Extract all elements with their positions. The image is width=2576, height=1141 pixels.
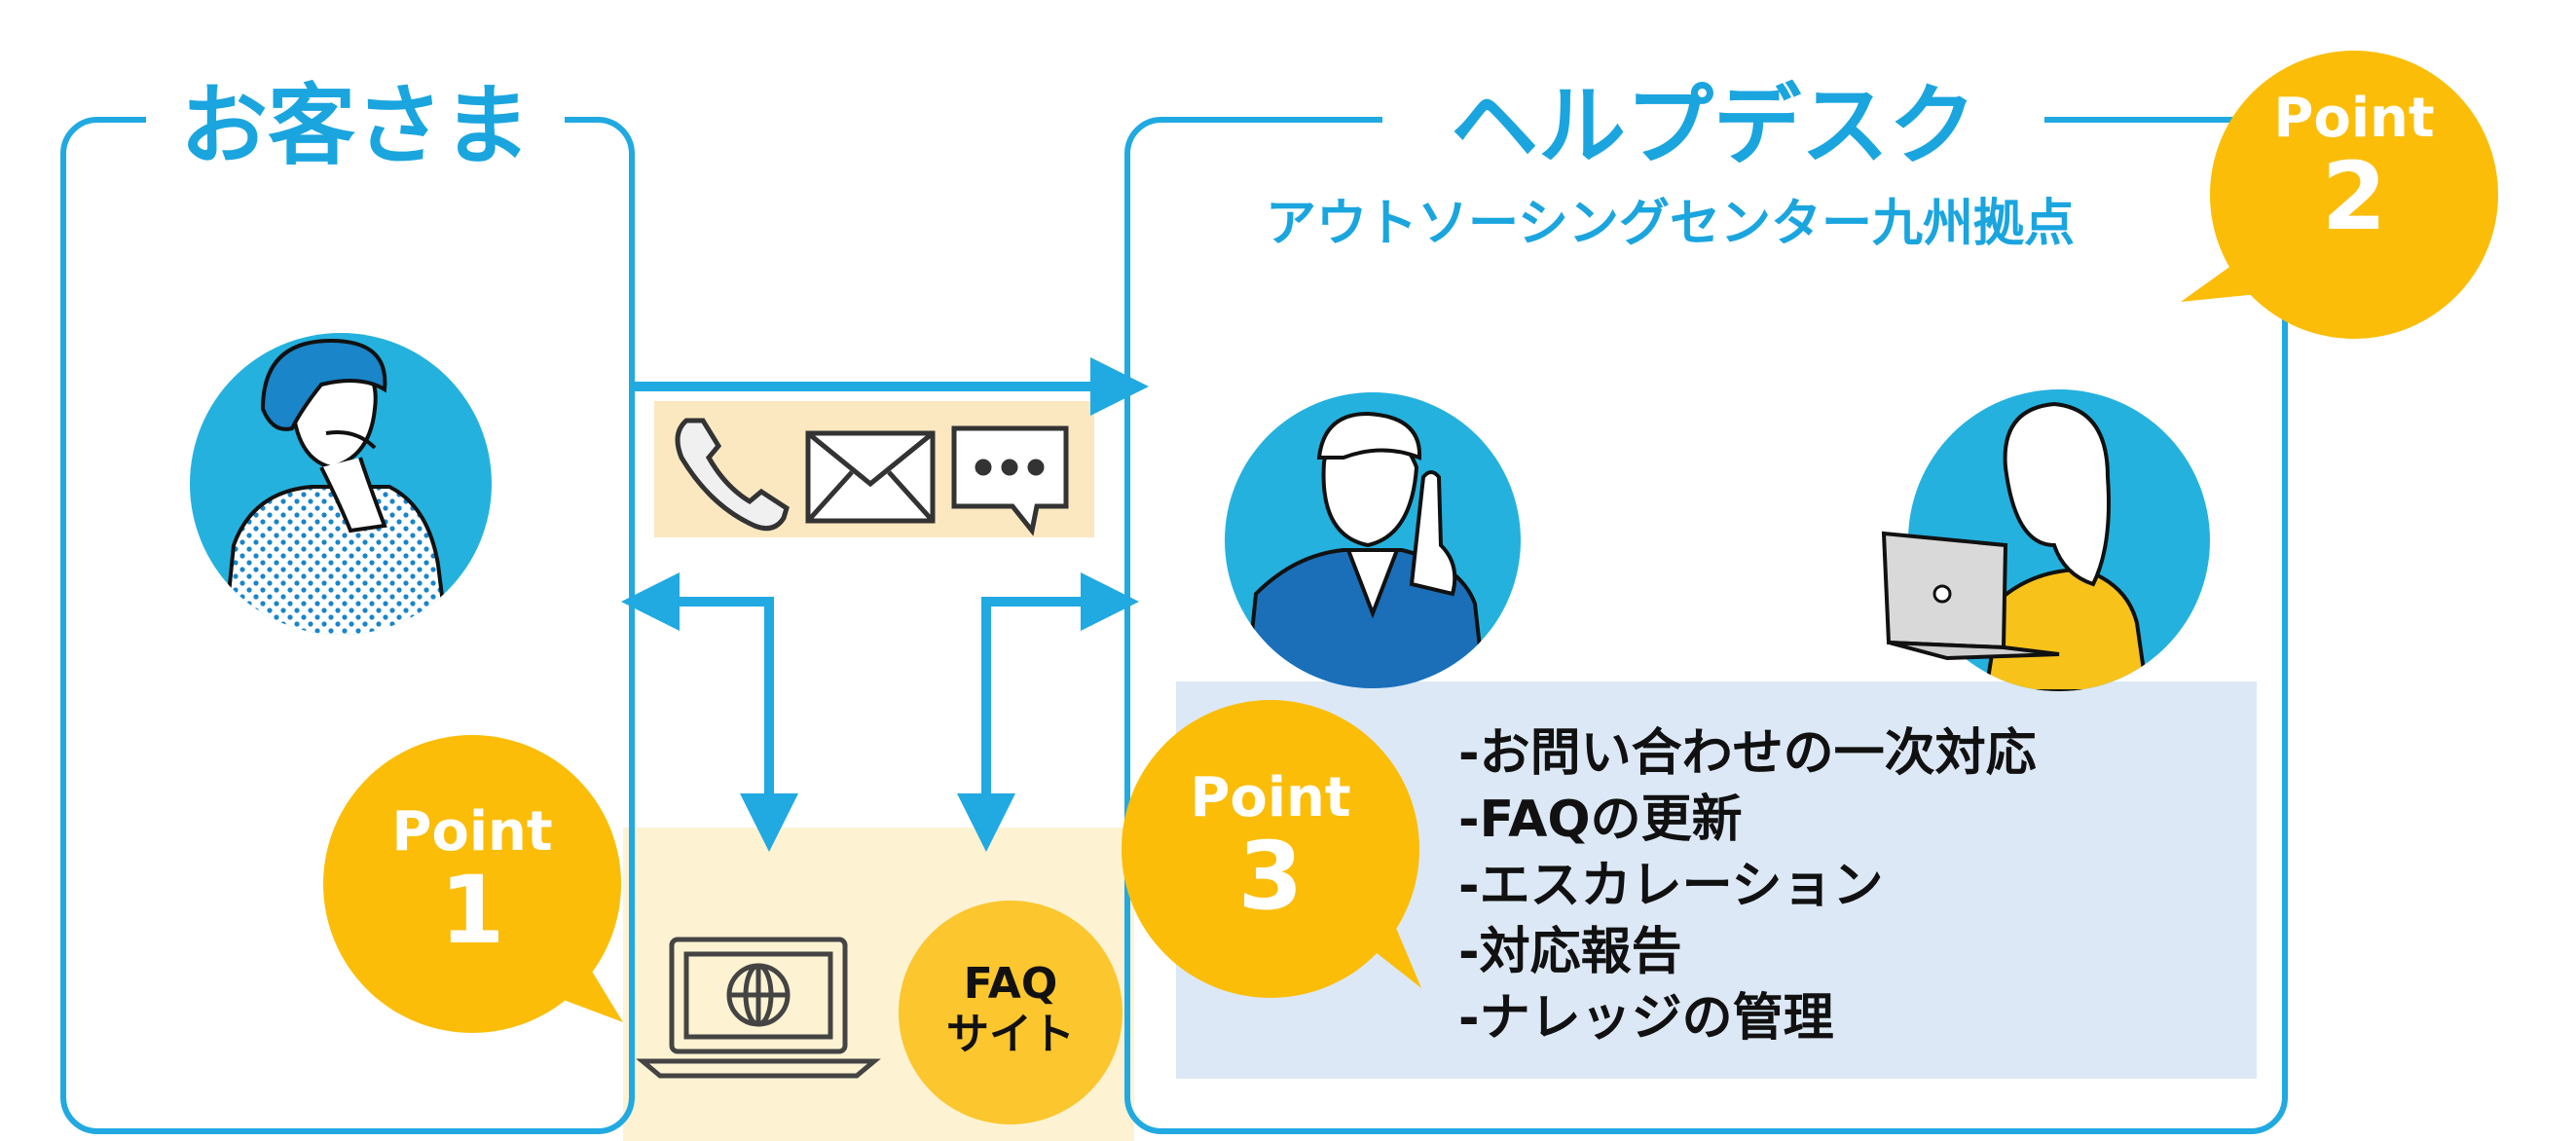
point-2-bubble: [2181, 51, 2498, 339]
task-item: -お問い合わせの一次対応: [1458, 724, 2037, 783]
point-3-badge: Point 3: [1173, 766, 1368, 931]
task-item: -エスカレーション: [1458, 857, 1884, 915]
chat-icon: [951, 425, 1069, 536]
faq-site-badge: [899, 901, 1122, 1124]
mail-icon: [805, 430, 936, 524]
point-3-bubble: [1122, 700, 1421, 998]
task-item: -対応報告: [1458, 923, 1682, 981]
faq-label-line1: FAQ: [963, 959, 1058, 1009]
point-number: 1: [439, 856, 505, 965]
helpdesk-subtitle: アウトソーシングセンター九州拠点: [1266, 195, 2075, 253]
staff-man-avatar: [1225, 392, 1521, 688]
faq-label-line2: サイト: [946, 1010, 1075, 1059]
task-item: -ナレッジの管理: [1458, 989, 1834, 1048]
customer-avatar: [190, 333, 492, 635]
point-1-badge: Point 1: [375, 800, 570, 965]
task-item: -FAQの更新: [1458, 791, 1743, 849]
laptop-globe-icon: [636, 937, 881, 1079]
arrow-customer-faq: [621, 572, 774, 829]
point-1-bubble: [323, 735, 623, 1033]
customer-title: お客さま: [146, 73, 565, 180]
staff-woman-avatar: [1881, 389, 2210, 691]
helpdesk-title: ヘルプデスク: [1382, 73, 2044, 180]
flow-arrows: [621, 357, 1149, 852]
point-number: 2: [2321, 142, 2387, 251]
point-number: 3: [1237, 822, 1304, 931]
task-list: -お問い合わせの一次対応 -FAQの更新 -エスカレーション -対応報告 -ナレ…: [1458, 720, 2037, 1051]
faq-site-label: FAQ サイト: [913, 959, 1108, 1060]
phone-icon: [675, 418, 790, 532]
arrow-helpdesk-faq: [981, 572, 1139, 829]
point-label: Point: [391, 800, 553, 864]
point-2-badge: Point 2: [2257, 87, 2451, 251]
point-label: Point: [1190, 766, 1351, 829]
point-label: Point: [2273, 87, 2435, 150]
